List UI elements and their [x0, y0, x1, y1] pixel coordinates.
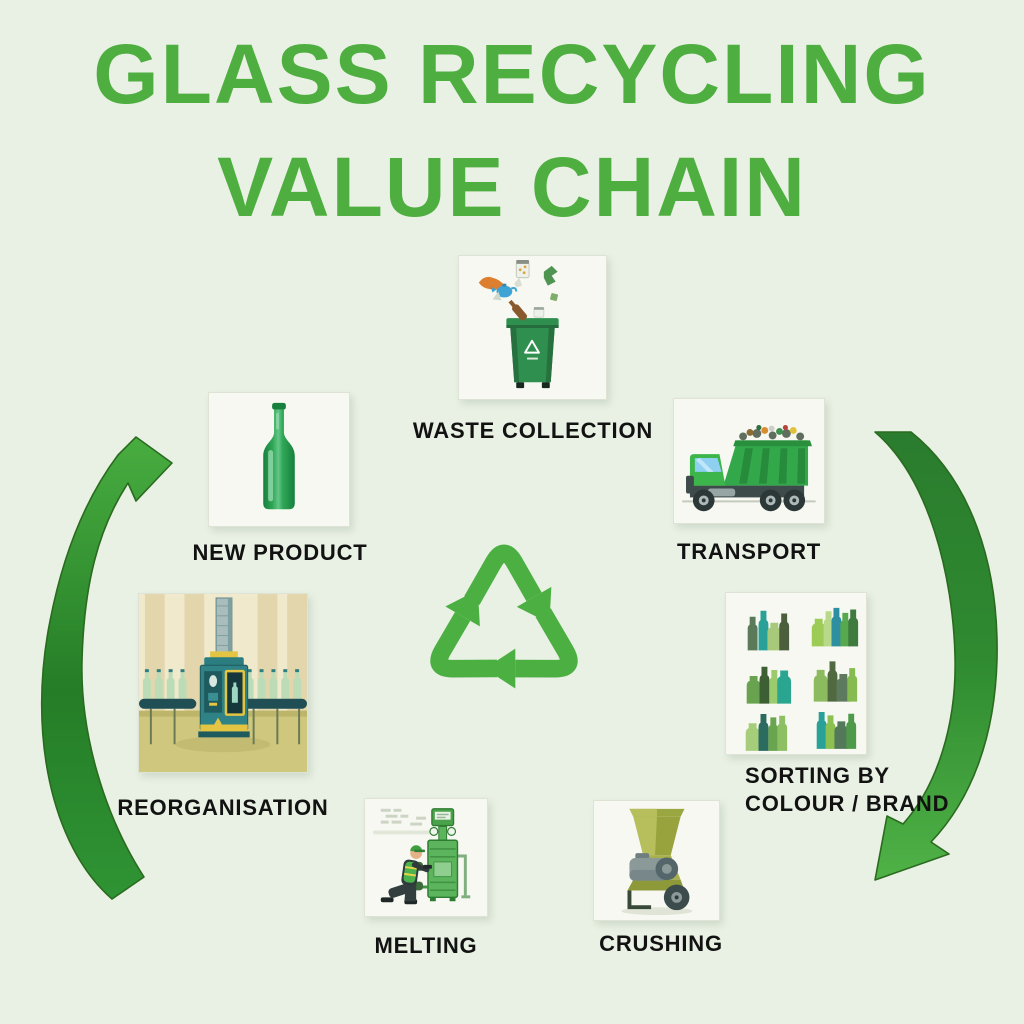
dump-truck-icon — [682, 424, 816, 512]
stage-label-waste-collection: WASTE COLLECTION — [412, 418, 654, 443]
stage-label-transport: TRANSPORT — [676, 539, 822, 564]
stage-label-new-product: NEW PRODUCT — [192, 540, 368, 565]
glass-bottle-icon — [263, 402, 295, 510]
stage-label-sorting: SORTING BY COLOUR / BRAND — [745, 763, 950, 816]
stage-tile-waste-collection — [458, 255, 607, 400]
waste-bin-icon — [478, 259, 559, 389]
cycle-arrow-right — [853, 424, 1003, 894]
page-title-line2: VALUE CHAIN — [217, 140, 807, 234]
page-title-line1: GLASS RECYCLING — [93, 27, 931, 121]
bottling-line-icon — [139, 594, 307, 772]
stage-tile-new-product — [208, 392, 350, 527]
page-title: GLASS RECYCLING VALUE CHAIN — [0, 18, 1024, 244]
recycle-arrows-icon — [403, 544, 605, 711]
stage-tile-transport — [673, 398, 825, 524]
stage-label-crushing: CRUSHING — [599, 931, 723, 956]
stage-tile-reorganisation — [138, 593, 308, 773]
curved-arrow-up-right-icon — [40, 436, 173, 900]
crusher-machine-icon — [621, 808, 693, 916]
cycle-arrow-left — [32, 425, 177, 905]
melting-furnace-icon — [372, 808, 471, 905]
recycle-symbol — [403, 513, 605, 711]
stage-tile-crushing — [593, 800, 720, 921]
stage-label-melting: MELTING — [374, 933, 478, 958]
stage-tile-melting — [364, 798, 488, 917]
stage-label-reorganisation: REORGANISATION — [117, 795, 329, 820]
curved-arrow-down-left-icon — [874, 431, 998, 881]
sorted-bottles-icon — [745, 607, 859, 751]
stage-tile-sorting — [725, 592, 867, 755]
